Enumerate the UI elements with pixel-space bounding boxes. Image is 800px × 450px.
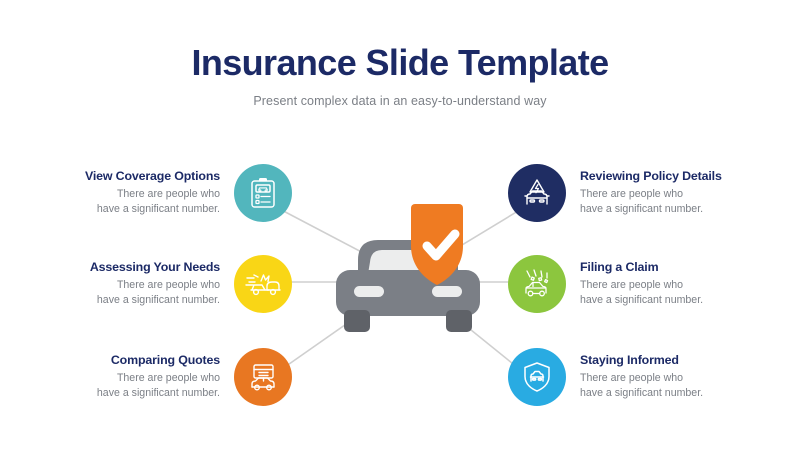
item-description: There are people who have a significant … — [42, 371, 220, 401]
car-illustration — [336, 240, 480, 332]
shield-check-badge — [411, 204, 463, 285]
item-filing-a-claim[interactable]: Filing a Claim There are people who have… — [508, 251, 758, 317]
item-comparing-quotes[interactable]: Comparing Quotes There are people who ha… — [42, 344, 292, 410]
slide-header: Insurance Slide Template Present complex… — [0, 0, 800, 108]
item-icon-bubble[interactable] — [508, 164, 566, 222]
item-description-line1: There are people who — [580, 278, 684, 291]
item-description: There are people who have a significant … — [42, 278, 220, 308]
item-title: Comparing Quotes — [110, 352, 220, 367]
item-description-line1: There are people who — [116, 371, 220, 384]
item-icon-bubble[interactable] — [234, 348, 292, 406]
item-staying-informed[interactable]: Staying Informed There are people who ha… — [508, 344, 758, 410]
item-text-block: Staying Informed There are people who ha… — [566, 353, 758, 401]
item-description-line1: There are people who — [116, 278, 220, 291]
item-view-coverage-options[interactable]: View Coverage Options There are people w… — [42, 160, 292, 226]
page-title: Insurance Slide Template — [191, 42, 609, 83]
item-icon-bubble[interactable] — [234, 255, 292, 313]
item-description-line1: There are people who — [116, 187, 220, 200]
item-description-line2: have a significant number. — [580, 294, 704, 306]
item-icon-bubble[interactable] — [508, 255, 566, 313]
item-reviewing-policy-details[interactable]: Reviewing Policy Details There are peopl… — [508, 160, 758, 226]
car-warning-icon — [524, 179, 550, 205]
item-title: Assessing Your Needs — [89, 259, 220, 274]
item-title: View Coverage Options — [84, 168, 220, 183]
item-description-line1: There are people who — [580, 371, 684, 384]
item-description-line2: have a significant number. — [96, 387, 220, 399]
item-description: There are people who have a significant … — [580, 371, 758, 401]
item-text-block: Assessing Your Needs There are people wh… — [42, 260, 234, 308]
car-hail-icon — [525, 269, 549, 297]
car-collision-icon — [245, 274, 281, 296]
car-price-board-icon — [251, 364, 275, 391]
item-description-line1: There are people who — [580, 187, 684, 200]
item-text-block: Comparing Quotes There are people who ha… — [42, 353, 234, 401]
item-text-block: View Coverage Options There are people w… — [42, 169, 234, 217]
item-icon-bubble[interactable] — [234, 164, 292, 222]
item-title: Staying Informed — [580, 352, 679, 367]
item-description-line2: have a significant number. — [96, 203, 220, 215]
item-text-block: Reviewing Policy Details There are peopl… — [566, 169, 758, 217]
item-description: There are people who have a significant … — [580, 278, 758, 308]
item-title: Filing a Claim — [580, 259, 659, 274]
insured-car-shield-graphic — [318, 198, 498, 343]
item-text-block: Filing a Claim There are people who have… — [566, 260, 758, 308]
item-title: Reviewing Policy Details — [580, 168, 722, 183]
item-icon-bubble[interactable] — [508, 348, 566, 406]
item-description-line2: have a significant number. — [580, 203, 704, 215]
item-description-line2: have a significant number. — [580, 387, 704, 399]
shield-car-icon — [524, 362, 550, 392]
item-assessing-your-needs[interactable]: Assessing Your Needs There are people wh… — [42, 251, 292, 317]
clipboard-car-icon — [251, 178, 275, 208]
page-subtitle: Present complex data in an easy-to-under… — [253, 93, 547, 108]
item-description: There are people who have a significant … — [580, 187, 758, 217]
item-description: There are people who have a significant … — [42, 187, 220, 217]
item-description-line2: have a significant number. — [96, 294, 220, 306]
